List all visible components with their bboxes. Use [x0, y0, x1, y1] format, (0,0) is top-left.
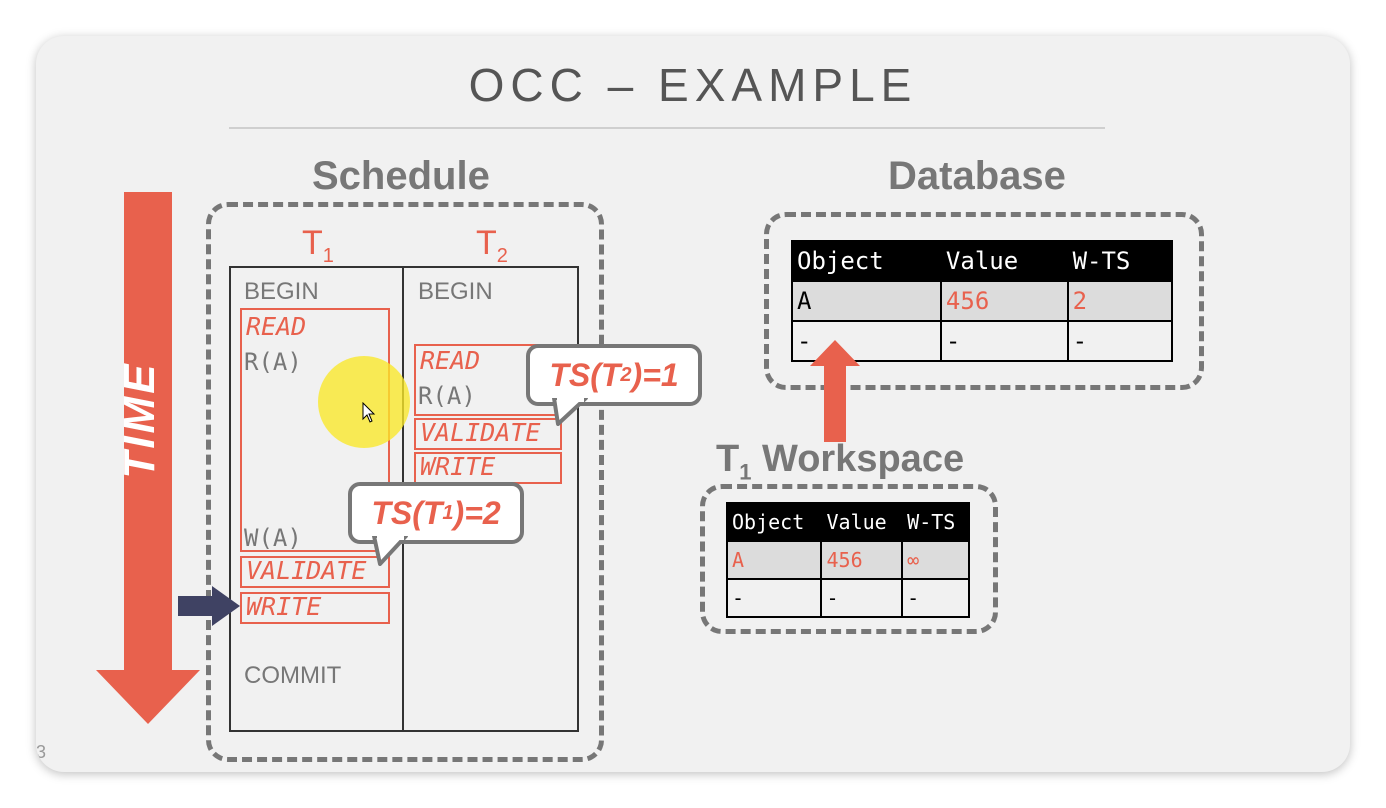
slide: OCC – EXAMPLE TIME Schedule T1 T2 BEGIN … [36, 36, 1350, 772]
title-divider [229, 127, 1105, 129]
table-row: A 456 2 [791, 280, 1174, 322]
table-row: - - - [725, 578, 970, 618]
database-title: Database [888, 154, 1066, 198]
t2-read-label: READ [420, 346, 481, 375]
database-header-row: Object Value W-TS [791, 240, 1174, 282]
page-number: 3 [36, 742, 47, 762]
workspace-table: Object Value W-TS A 456 ∞ - - - [725, 502, 970, 618]
t2-write-label: WRITE [420, 452, 496, 481]
database-table: Object Value W-TS A 456 2 - - - [791, 240, 1174, 362]
current-step-arrow [178, 586, 240, 626]
t1-read-a: R(A) [244, 348, 302, 376]
database-dashed-frame [764, 212, 1204, 390]
t2-header: T2 [476, 224, 508, 267]
t2-read-a: R(A) [418, 382, 476, 410]
workspace-title: T1 Workspace [716, 438, 965, 485]
t1-write-label: WRITE [246, 592, 322, 621]
db-col-wts: W-TS [1066, 240, 1174, 282]
db-col-value: Value [939, 240, 1069, 282]
callout-t2-tail [552, 398, 588, 426]
schedule-table [229, 266, 579, 732]
t1-validate-label: VALIDATE [246, 556, 367, 585]
t1-read-label: READ [246, 312, 307, 341]
writeback-arrow [810, 340, 860, 442]
t2-begin: BEGIN [418, 278, 493, 305]
schedule-dashed-frame [206, 202, 604, 762]
cursor-highlight [318, 356, 410, 448]
t1-write-box [240, 592, 390, 624]
t1-validate-box [240, 556, 390, 588]
ws-col-value: Value [820, 502, 904, 542]
time-arrow: TIME [96, 192, 200, 724]
table-row: A 456 ∞ [725, 540, 970, 580]
t1-commit: COMMIT [244, 662, 342, 689]
t1-header: T1 [302, 224, 334, 267]
table-row: - - - [791, 320, 1174, 362]
mouse-cursor-icon [362, 402, 376, 423]
time-label: TIME [115, 361, 164, 478]
db-col-object: Object [791, 240, 942, 282]
workspace-dashed-frame [700, 484, 998, 634]
ws-col-wts: W-TS [901, 502, 970, 542]
callout-t1-tail [372, 536, 408, 566]
ws-col-object: Object [725, 502, 823, 542]
t1-begin: BEGIN [244, 278, 319, 305]
t2-validate-box [414, 418, 562, 450]
t1-write-a: W(A) [244, 524, 302, 552]
slide-title: OCC – EXAMPLE [468, 59, 918, 111]
schedule-title: Schedule [312, 154, 490, 198]
workspace-header-row: Object Value W-TS [725, 502, 970, 542]
t2-validate-label: VALIDATE [420, 418, 541, 447]
